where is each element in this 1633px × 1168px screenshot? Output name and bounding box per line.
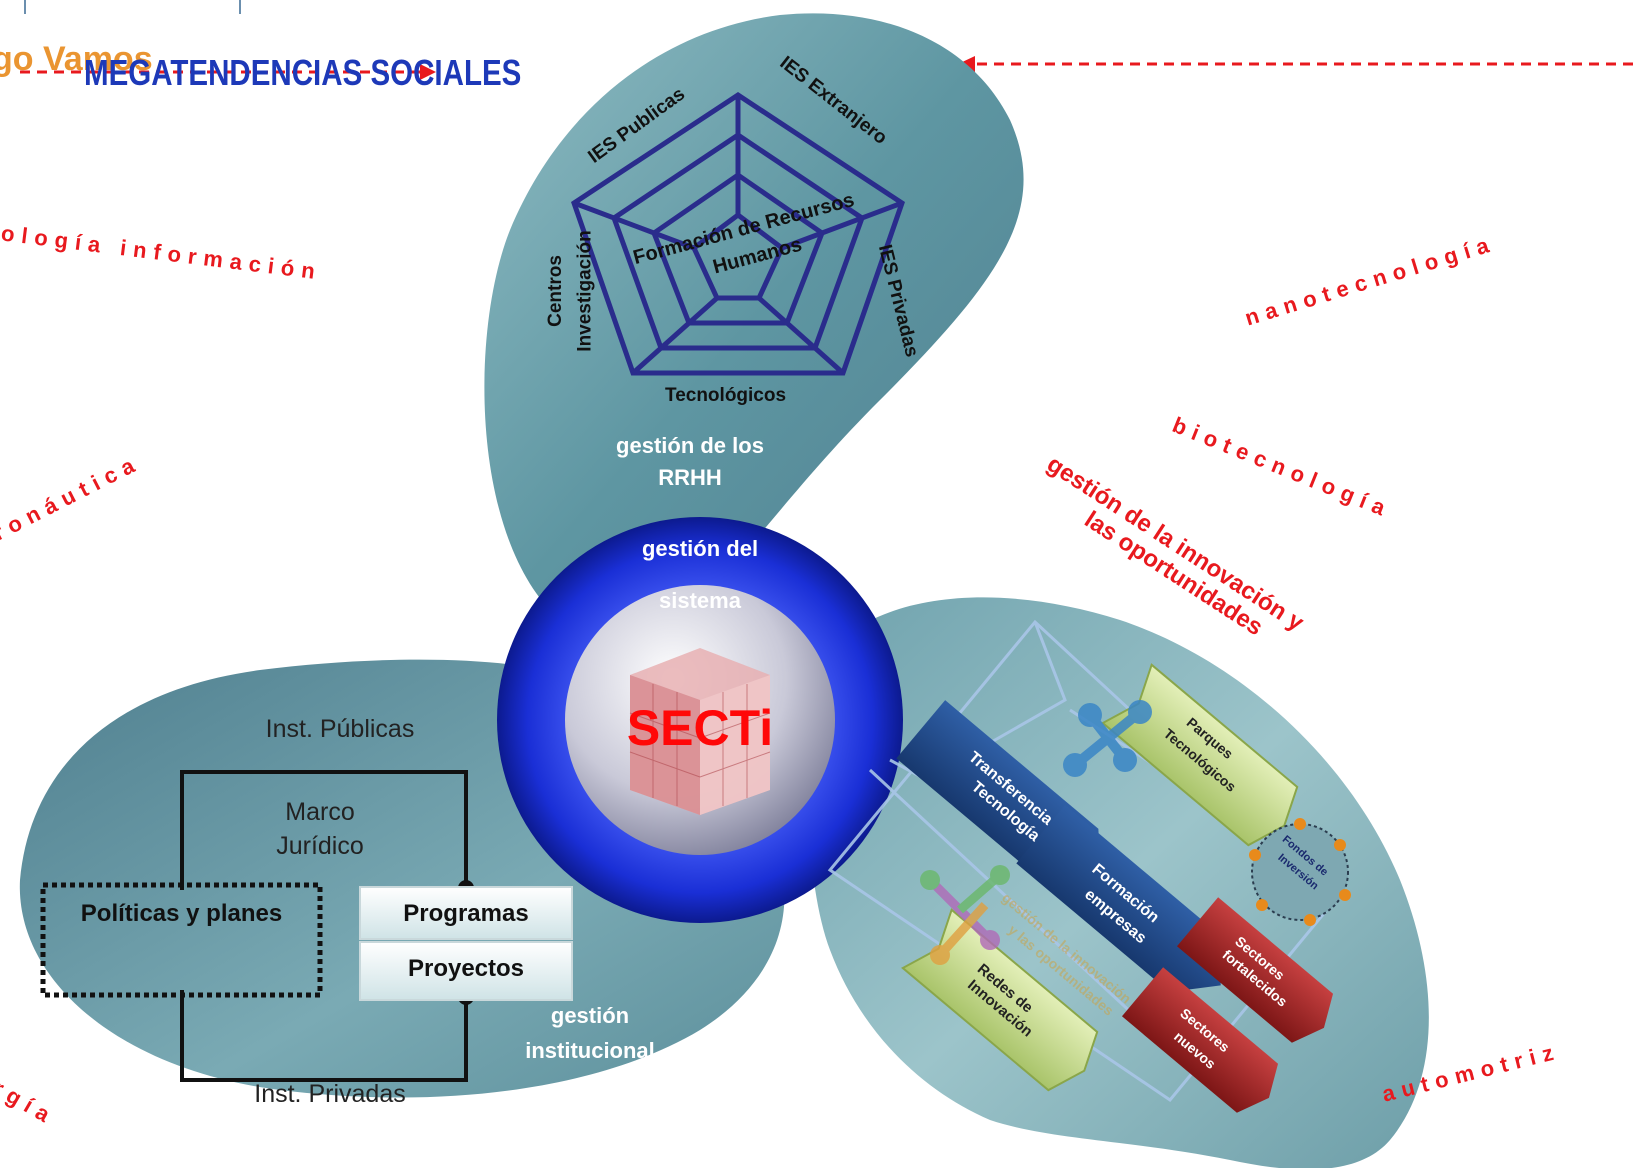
radar-axis-centros: Centros xyxy=(544,255,566,327)
gestion-rrhh-line2: RRHH xyxy=(658,465,722,490)
gestion-institucional-line2: institucional xyxy=(525,1038,655,1063)
inst-publicas-label: Inst. Públicas xyxy=(265,715,415,743)
molecule-icon xyxy=(1063,700,1152,777)
inst-privadas-label: Inst. Privadas xyxy=(254,1080,406,1108)
gestion-institucional-line1: gestión xyxy=(550,1003,630,1028)
radar-axis-tecnologicos: Tecnológicos xyxy=(665,385,787,406)
proyectos-button: Proyectos xyxy=(407,955,525,982)
fondos-ring xyxy=(1249,818,1351,926)
radar-axis-investigacion: Investigación xyxy=(574,230,596,352)
hub-label: SECTi xyxy=(626,700,774,756)
header-fragment: go Vamos xyxy=(0,40,153,78)
gestion-sistema-line1: gestión del xyxy=(641,536,759,561)
radar-web xyxy=(571,92,905,376)
institutional-frame xyxy=(180,770,468,1082)
programas-button: Programas xyxy=(403,900,529,927)
gestion-rrhh-line1: gestión de los xyxy=(616,433,764,458)
marco-juridico-line1: Marco xyxy=(285,798,355,826)
politicas-planes-label: Políticas y planes xyxy=(80,900,283,927)
page-title: MEGATENDENCIAS SOCIALES xyxy=(84,52,522,93)
marco-juridico-line2: Jurídico xyxy=(276,832,364,860)
gestion-sistema-line2: sistema xyxy=(659,588,741,613)
secti-cube xyxy=(629,648,771,815)
molecule-icon xyxy=(920,865,1010,965)
